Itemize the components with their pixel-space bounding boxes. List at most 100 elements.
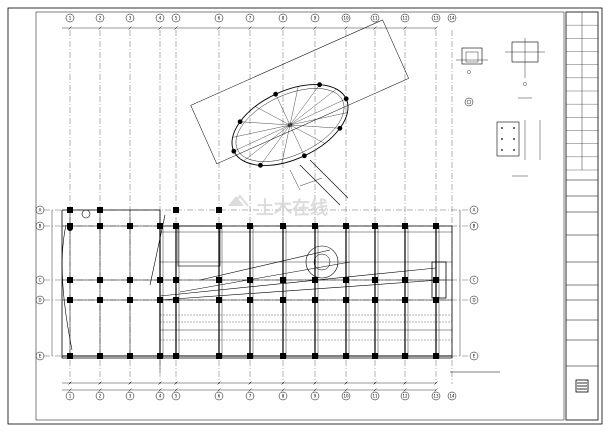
atrium-column (258, 162, 263, 168)
dimension-tick (174, 388, 178, 392)
dimension-tick (434, 388, 438, 392)
axis-label-14: 14 (449, 15, 455, 20)
axis-bubble-B: B (469, 221, 479, 231)
dimension-tick (98, 381, 102, 385)
dimension-tick (248, 26, 252, 30)
axis-bubble-8: 8 (278, 391, 288, 401)
axis-label-B: B (39, 223, 42, 228)
axis-label-14: 14 (449, 393, 455, 398)
axis-bubble-1: 1 (65, 13, 75, 23)
axis-label-4: 4 (159, 15, 162, 20)
building-outline (61, 209, 453, 372)
column (173, 353, 179, 359)
section-detail-2 (505, 38, 545, 99)
axis-bubble-11: 11 (370, 391, 380, 401)
axis-bubble-D: D (469, 295, 479, 305)
dimension-lines (51, 27, 500, 391)
atrium-column (301, 153, 307, 159)
radial-beam (289, 112, 348, 126)
column (127, 223, 133, 229)
axis-bubble-9: 9 (310, 391, 320, 401)
axis-label-6: 6 (218, 15, 221, 20)
axis-label-13: 13 (433, 15, 439, 20)
axis-bubble-D: D (35, 295, 45, 305)
atrium-columns (231, 82, 349, 168)
column (67, 297, 73, 303)
dimension-tick (98, 26, 102, 30)
axis-label-9: 9 (314, 15, 317, 20)
axis-bubble-6: 6 (214, 391, 224, 401)
column (280, 223, 286, 229)
radial-beam (240, 121, 291, 126)
column (280, 353, 286, 359)
dimension-tick (128, 26, 132, 30)
column (312, 223, 318, 229)
sheet-border (7, 7, 603, 425)
column (157, 297, 163, 303)
dimension-tick (217, 388, 221, 392)
column (97, 353, 103, 359)
dimension-tick (248, 388, 252, 392)
dimension-ticks (68, 26, 438, 392)
axis-label-1: 1 (69, 15, 72, 20)
dimension-tick (344, 388, 348, 392)
axis-label-8: 8 (282, 15, 285, 20)
dimension-tick (68, 26, 72, 30)
axis-label-12: 12 (402, 393, 408, 398)
structural-columns (67, 207, 439, 359)
dimension-tick (158, 26, 162, 30)
column (173, 297, 179, 303)
structural-beams (69, 210, 452, 358)
axis-label-2: 2 (99, 15, 102, 20)
axis-label-E: E (473, 353, 476, 358)
axis-bubble-6: 6 (214, 13, 224, 23)
axis-bubble-12: 12 (400, 391, 410, 401)
title-block-rows (566, 25, 598, 171)
logo-stamp (575, 379, 589, 393)
dimension-tick (68, 388, 72, 392)
watermark-text: 土木在线 (256, 197, 328, 219)
dimension-tick (313, 388, 317, 392)
atrium-radial-beams (232, 84, 348, 166)
column (216, 223, 222, 229)
column (97, 297, 103, 303)
column (372, 277, 378, 283)
axis-label-11: 11 (372, 393, 378, 398)
column (343, 297, 349, 303)
axis-label-6: 6 (218, 393, 221, 398)
dimension-tick (313, 381, 317, 385)
column (173, 277, 179, 283)
column (343, 223, 349, 229)
axis-bubble-4: 4 (155, 13, 165, 23)
dimension-tick (434, 26, 438, 30)
axis-bubble-7: 7 (245, 13, 255, 23)
column (280, 277, 286, 283)
dimension-tick (217, 381, 221, 385)
dimension-tick (344, 26, 348, 30)
axis-bubble-2: 2 (95, 391, 105, 401)
atrium-column (337, 125, 343, 131)
dimension-tick (98, 388, 102, 392)
column (433, 277, 439, 283)
radial-beam (289, 84, 320, 126)
drawing-frame (35, 11, 565, 421)
axis-label-A: A (473, 207, 476, 212)
axis-bubble-2: 2 (95, 13, 105, 23)
axis-bubble-4: 4 (155, 391, 165, 401)
axis-bubble-9: 9 (310, 13, 320, 23)
atrium-column (343, 96, 349, 102)
dimension-tick (403, 388, 407, 392)
column (173, 223, 179, 229)
column (216, 353, 222, 359)
column (402, 353, 408, 359)
axis-bubble-14: 14 (447, 391, 457, 401)
dimension-tick (158, 388, 162, 392)
axis-bubble-12: 12 (400, 13, 410, 23)
column (247, 223, 253, 229)
dimension-tick (313, 26, 317, 30)
column (97, 277, 103, 283)
axis-bubble-10: 10 (341, 13, 351, 23)
dimension-tick (403, 26, 407, 30)
